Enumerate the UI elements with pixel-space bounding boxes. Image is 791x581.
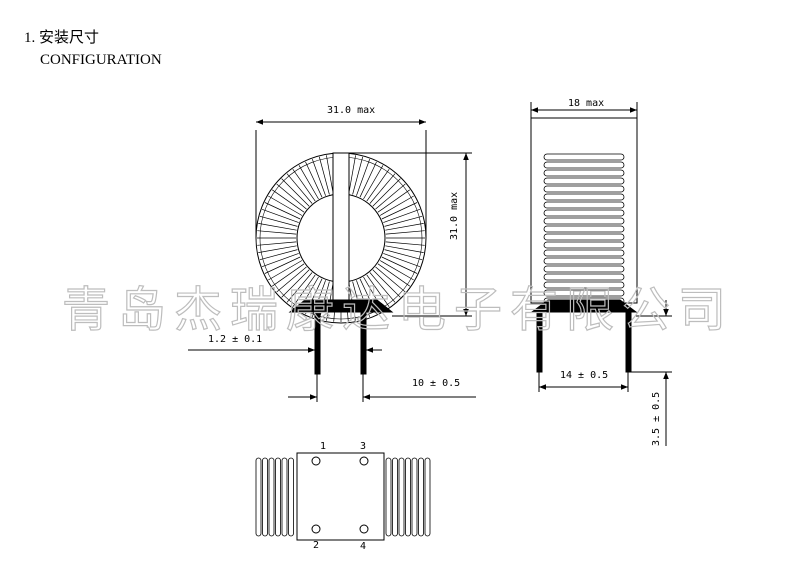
- bottom-left-windings: [255, 457, 294, 537]
- center-divider: [332, 152, 350, 304]
- side-view: [530, 102, 672, 446]
- bottom-right-windings: [385, 457, 431, 537]
- pin-hole-3: [359, 456, 369, 466]
- dim-pin-length: 3.5 ± 0.5: [651, 392, 662, 446]
- dim-pin-spacing-side: 14 ± 0.5: [560, 370, 608, 381]
- side-base-plate: [530, 299, 638, 313]
- base-plate: [288, 299, 394, 313]
- pin-label-3: 3: [360, 441, 366, 452]
- front-view: [188, 119, 476, 402]
- side-windings: [543, 153, 625, 305]
- bottom-view: [255, 452, 431, 541]
- pin-label-4: 4: [360, 541, 366, 552]
- dim-side-width: 18 max: [568, 98, 604, 109]
- dim-front-width: 31.0 max: [327, 105, 375, 116]
- section-title-en: CONFIGURATION: [40, 52, 162, 68]
- pin-label-1: 1: [320, 441, 326, 452]
- pin-hole-4: [359, 524, 369, 534]
- bottom-base: [296, 452, 385, 541]
- side-outline: [530, 117, 638, 304]
- dim-front-height: 31.0 max: [449, 192, 460, 240]
- pin-label-2: 2: [313, 540, 319, 551]
- pin-hole-2: [311, 524, 321, 534]
- watermark-text: 青岛杰瑞康达电子有限公司: [62, 282, 734, 338]
- dim-pin-spacing-front: 10 ± 0.5: [412, 378, 460, 389]
- pin-hole-1: [311, 456, 321, 466]
- dim-pin-diameter: 1.2 ± 0.1: [208, 334, 262, 345]
- section-title-cn: 1. 安装尺寸: [24, 30, 100, 46]
